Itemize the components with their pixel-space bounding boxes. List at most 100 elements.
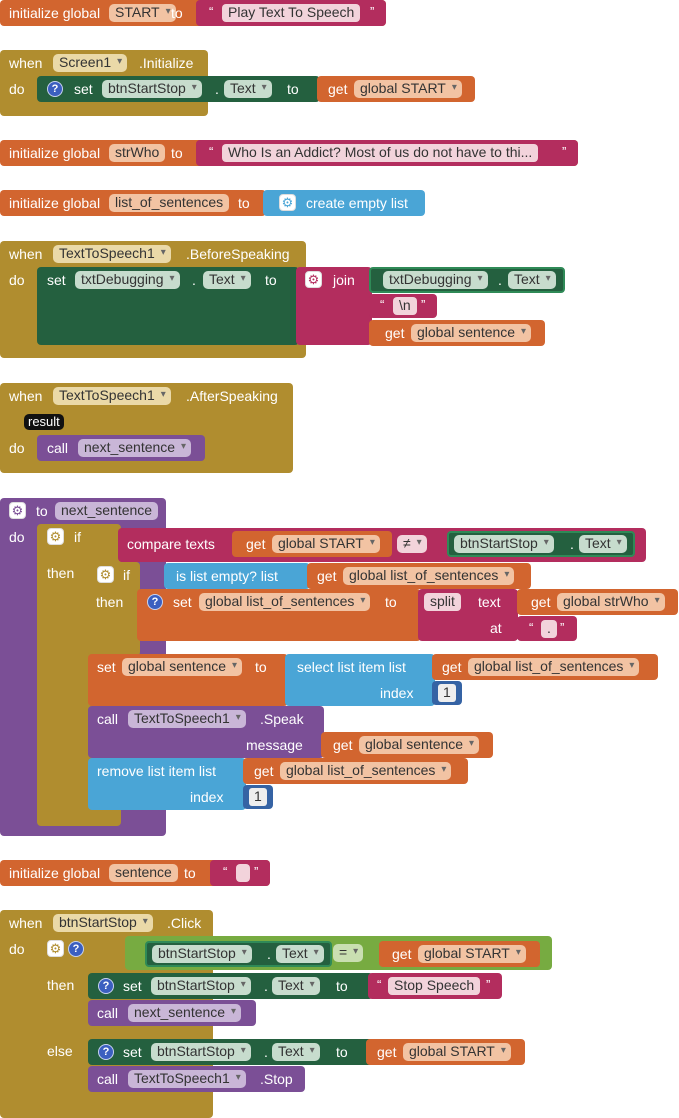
variable-dropdown[interactable]: global list_of_sentences	[280, 762, 452, 780]
result-parameter[interactable]: result	[24, 414, 64, 430]
set-text-block[interactable]: set txtDebugging . Text to	[37, 267, 299, 345]
call-procedure-block[interactable]: call next_sentence	[88, 1000, 256, 1026]
nested-if-block[interactable]: ⚙ if then	[88, 562, 140, 656]
init-global-list-block[interactable]: initialize global list_of_sentences to	[0, 190, 266, 216]
component-dropdown[interactable]: btnStartStop	[102, 80, 202, 98]
get-global-block[interactable]: get global sentence	[369, 320, 545, 346]
property-dropdown[interactable]: Text	[272, 1043, 320, 1061]
get-global-block[interactable]: get global START	[232, 531, 392, 557]
gear-icon[interactable]: ⚙	[305, 271, 322, 288]
component-dropdown[interactable]: txtDebugging	[75, 271, 180, 289]
text-string-block[interactable]: “ Who Is an Addict? Most of us do not ha…	[196, 140, 578, 166]
component-dropdown[interactable]: TextToSpeech1	[128, 1070, 246, 1088]
procedure-name-field[interactable]: next_sentence	[55, 502, 159, 520]
variable-dropdown[interactable]: global START	[418, 945, 526, 963]
gear-icon[interactable]: ⚙	[47, 528, 64, 545]
empty-string-block[interactable]: “ ”	[210, 860, 270, 886]
init-global-start-block[interactable]: initialize global START to “ Play Text T…	[0, 0, 386, 26]
property-dropdown[interactable]: Text	[579, 535, 627, 553]
split-mode-dropdown[interactable]: split	[424, 593, 461, 611]
variable-dropdown[interactable]: global sentence	[411, 324, 532, 342]
text-string-block[interactable]: “ Stop Speech ”	[368, 973, 502, 999]
call-procedure-block[interactable]: call next_sentence	[37, 435, 205, 461]
get-global-block[interactable]: get global START	[379, 941, 540, 967]
component-dropdown[interactable]: btnStartStop	[151, 1043, 251, 1061]
variable-dropdown[interactable]: global list_of_sentences	[199, 593, 371, 611]
property-dropdown[interactable]: Text	[508, 271, 556, 289]
component-dropdown[interactable]: btnStartStop	[152, 945, 252, 963]
call-speak-block[interactable]: call TextToSpeech1 .Speak message	[88, 706, 324, 758]
init-global-strwho-block[interactable]: initialize global strWho to “ Who Is an …	[0, 140, 578, 166]
component-dropdown[interactable]: btnStartStop	[151, 977, 251, 995]
set-global-block[interactable]: ? set global list_of_sentences to	[137, 589, 421, 641]
help-icon[interactable]: ?	[47, 81, 63, 97]
set-text-block[interactable]: ? set btnStartStop . Text to	[88, 973, 373, 999]
property-dropdown[interactable]: Text	[272, 977, 320, 995]
component-text-getter-block[interactable]: btnStartStop . Text	[145, 941, 332, 967]
split-block[interactable]: split text at	[418, 589, 518, 641]
component-dropdown[interactable]: btnStartStop	[454, 535, 554, 553]
get-global-block[interactable]: get global list_of_sentences	[243, 758, 468, 784]
help-icon[interactable]: ?	[68, 941, 84, 957]
set-text-block[interactable]: ? set btnStartStop . Text to	[37, 76, 320, 102]
gear-icon[interactable]: ⚙	[97, 566, 114, 583]
set-global-block[interactable]: set global sentence to	[88, 654, 288, 706]
procedure-dropdown[interactable]: next_sentence	[78, 439, 192, 457]
get-global-block[interactable]: get global strWho	[517, 589, 678, 615]
variable-dropdown[interactable]: global list_of_sentences	[468, 658, 640, 676]
var-name-field[interactable]: strWho	[109, 144, 166, 162]
property-dropdown[interactable]: Text	[203, 271, 251, 289]
set-text-block[interactable]: ? set btnStartStop . Text to	[88, 1039, 373, 1065]
component-dropdown[interactable]: Screen1	[53, 54, 128, 72]
component-dropdown[interactable]: btnStartStop	[53, 914, 153, 932]
component-dropdown[interactable]: TextToSpeech1	[53, 245, 171, 263]
if-else-block[interactable]: ⚙ ? if then else	[37, 936, 107, 1106]
procedure-dropdown[interactable]: next_sentence	[128, 1004, 242, 1022]
string-value[interactable]	[236, 864, 250, 882]
variable-dropdown[interactable]: global sentence	[122, 658, 243, 676]
string-value[interactable]: .	[541, 620, 557, 638]
join-block[interactable]: ⚙ join	[296, 267, 372, 345]
compare-operator-dropdown[interactable]: ≠	[397, 535, 427, 553]
text-string-block[interactable]: “ Play Text To Speech ”	[196, 0, 386, 26]
string-value[interactable]: Stop Speech	[388, 977, 481, 995]
is-list-empty-block[interactable]: is list empty? list	[164, 563, 310, 589]
property-dropdown[interactable]: Text	[276, 945, 324, 963]
variable-dropdown[interactable]: global sentence	[359, 736, 480, 754]
get-global-block[interactable]: get global list_of_sentences	[307, 563, 531, 589]
number-block[interactable]: 1	[243, 785, 273, 809]
variable-dropdown[interactable]: global list_of_sentences	[343, 567, 515, 585]
component-text-getter-block[interactable]: btnStartStop . Text	[447, 531, 635, 557]
number-value[interactable]: 1	[249, 788, 267, 806]
period-string-block[interactable]: “ . ”	[517, 616, 577, 641]
string-value[interactable]: \n	[393, 297, 417, 315]
string-value[interactable]: Who Is an Addict? Most of us do not have…	[222, 144, 539, 162]
init-global-sentence-block[interactable]: initialize global sentence to “ ”	[0, 860, 270, 886]
component-dropdown[interactable]: TextToSpeech1	[128, 710, 246, 728]
property-dropdown[interactable]: Text	[224, 80, 272, 98]
newline-string-block[interactable]: “ \n ”	[369, 294, 437, 318]
call-stop-block[interactable]: call TextToSpeech1 .Stop	[88, 1066, 305, 1092]
remove-list-item-block[interactable]: remove list item list index	[88, 758, 246, 810]
component-text-getter-block[interactable]: txtDebugging . Text	[369, 267, 565, 293]
gear-icon[interactable]: ⚙	[47, 940, 64, 957]
var-name-field[interactable]: START	[109, 4, 176, 22]
component-dropdown[interactable]: TextToSpeech1	[53, 387, 171, 405]
var-name-field[interactable]: list_of_sentences	[109, 194, 230, 212]
number-value[interactable]: 1	[438, 684, 456, 702]
get-global-block[interactable]: get global START	[317, 76, 475, 102]
variable-dropdown[interactable]: global START	[403, 1043, 511, 1061]
number-block[interactable]: 1	[432, 681, 462, 705]
select-list-item-block[interactable]: select list item list index	[285, 654, 435, 706]
gear-icon[interactable]: ⚙	[279, 194, 296, 211]
get-global-block[interactable]: get global list_of_sentences	[432, 654, 658, 680]
component-dropdown[interactable]: txtDebugging	[383, 271, 488, 289]
variable-dropdown[interactable]: global strWho	[557, 593, 665, 611]
help-icon[interactable]: ?	[98, 1044, 114, 1060]
compare-operator-dropdown[interactable]: =	[333, 944, 364, 962]
variable-dropdown[interactable]: global START	[272, 535, 380, 553]
get-global-block[interactable]: get global sentence	[321, 732, 493, 758]
variable-dropdown[interactable]: global START	[354, 80, 462, 98]
create-empty-list-block[interactable]: ⚙ create empty list	[263, 190, 425, 216]
get-global-block[interactable]: get global START	[366, 1039, 525, 1065]
